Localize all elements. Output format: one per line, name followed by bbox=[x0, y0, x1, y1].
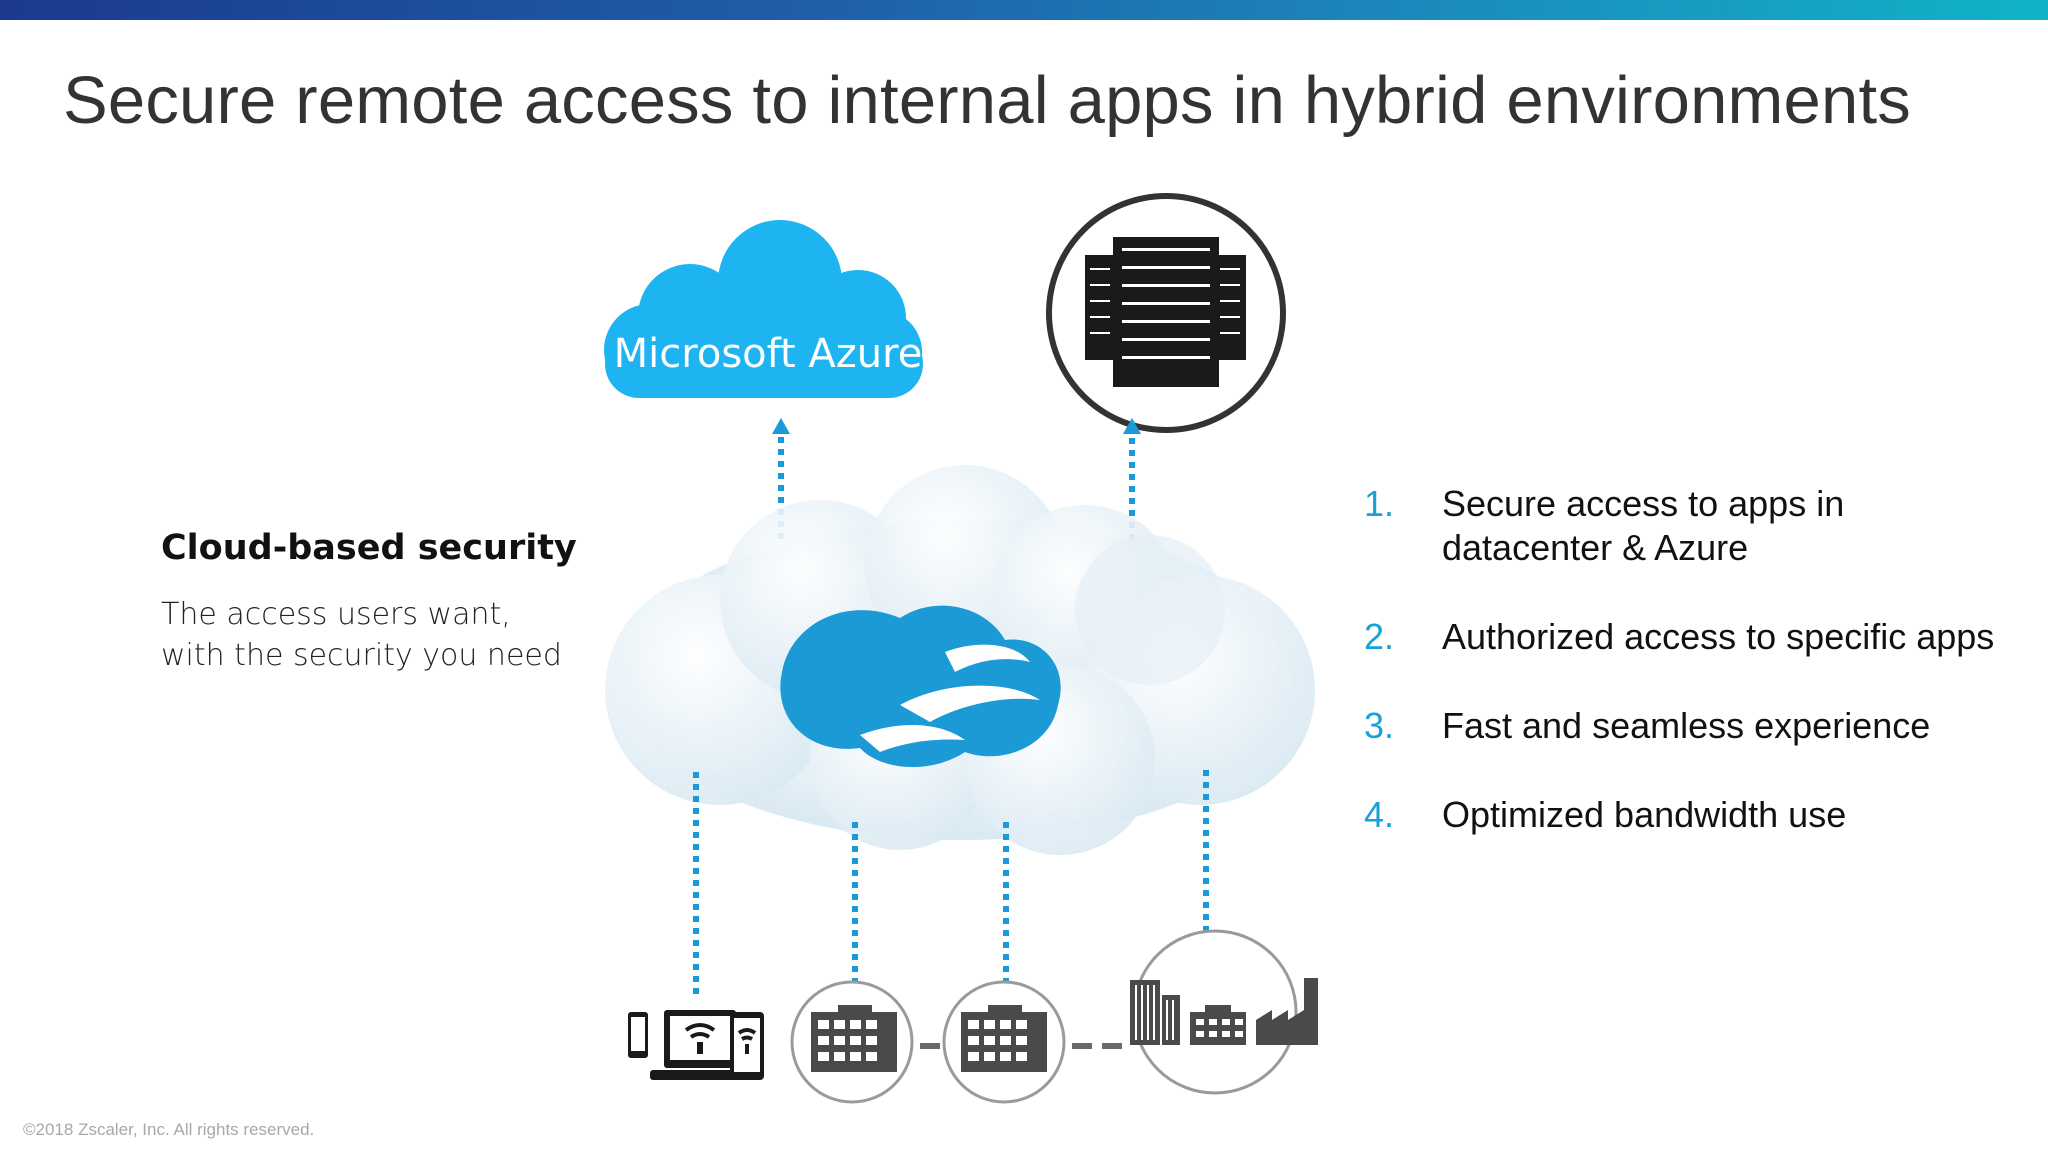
datacenter-server-icon bbox=[1046, 193, 1286, 433]
benefit-text: Fast and seamless experience bbox=[1442, 704, 1994, 748]
benefit-number: 2. bbox=[1364, 616, 1395, 657]
benefit-text-line: Optimized bandwidth use bbox=[1442, 794, 1847, 835]
benefit-item: 2. Authorized access to specific apps bbox=[1364, 615, 1994, 659]
branch-office-icon bbox=[942, 980, 1066, 1104]
left-heading: Cloud-based security bbox=[161, 528, 577, 568]
left-subtitle-line: with the security you need bbox=[161, 638, 562, 673]
benefit-text-line: datacenter & Azure bbox=[1442, 527, 1749, 568]
downward-connectors bbox=[693, 770, 1209, 995]
benefit-text: Optimized bandwidth use bbox=[1442, 793, 1994, 837]
arrow-up-icon bbox=[1123, 418, 1141, 434]
benefit-item: 3. Fast and seamless experience bbox=[1364, 704, 1994, 748]
left-subtitle: The access users want, with the security… bbox=[161, 594, 562, 676]
benefit-number: 4. bbox=[1364, 794, 1395, 835]
copyright-footer: ©2018 Zscaler, Inc. All rights reserved. bbox=[23, 1120, 315, 1139]
slide-title: Secure remote access to internal apps in… bbox=[63, 63, 1911, 138]
zscaler-cloud-logo-icon bbox=[780, 605, 1061, 768]
benefit-text-line: Secure access to apps in bbox=[1442, 483, 1845, 524]
benefit-text-line: Authorized access to specific apps bbox=[1442, 616, 1995, 657]
benefit-text-line: Fast and seamless experience bbox=[1442, 705, 1931, 746]
azure-cloud-label: Microsoft Azure bbox=[614, 331, 923, 377]
benefit-number: 1. bbox=[1364, 483, 1395, 524]
user-devices-icon bbox=[628, 1010, 764, 1080]
campus-buildings-icon bbox=[1130, 929, 1318, 1095]
branch-office-icon bbox=[790, 980, 914, 1104]
azure-cloud-icon: Microsoft Azure bbox=[604, 220, 923, 398]
benefit-item: 4. Optimized bandwidth use bbox=[1364, 793, 1994, 837]
benefit-text: Secure access to apps in datacenter & Az… bbox=[1442, 482, 1994, 570]
left-subtitle-line: The access users want, bbox=[161, 597, 511, 632]
arrow-up-icon bbox=[772, 418, 790, 434]
benefit-item: 1. Secure access to apps in datacenter &… bbox=[1364, 482, 1994, 570]
top-accent-bar bbox=[0, 0, 2048, 20]
benefit-number: 3. bbox=[1364, 705, 1395, 746]
benefits-list: 1. Secure access to apps in datacenter &… bbox=[1364, 482, 1994, 837]
benefit-text: Authorized access to specific apps bbox=[1442, 615, 1994, 659]
